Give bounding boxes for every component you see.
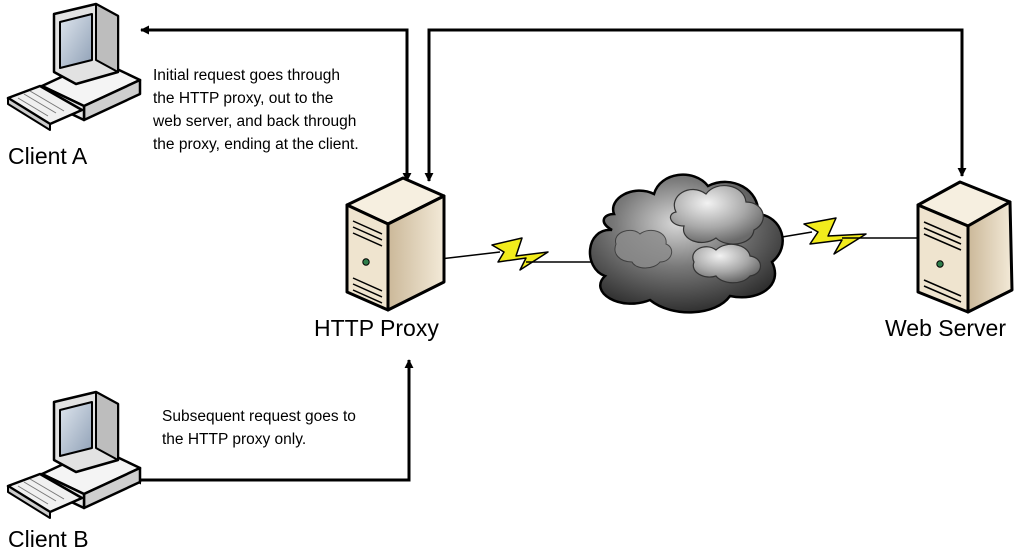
connector-client-b-proxy xyxy=(132,359,414,485)
note-line: the HTTP proxy, out to the xyxy=(153,90,334,107)
note-line: the proxy, ending at the client. xyxy=(153,136,359,153)
client-b-label: Client B xyxy=(8,526,89,552)
subsequent-request-note: Subsequent request goes to the HTTP prox… xyxy=(162,405,356,451)
connector-proxy-webserver xyxy=(424,28,967,182)
lightning-bolt-icon xyxy=(775,217,918,255)
lightning-bolt-icon xyxy=(439,237,592,271)
http-proxy-label: HTTP Proxy xyxy=(314,315,439,341)
desktop-computer-icon xyxy=(6,2,142,131)
web-server-label: Web Server xyxy=(885,315,1007,341)
note-line: the HTTP proxy only. xyxy=(162,431,307,448)
note-line: Initial request goes through xyxy=(153,67,340,84)
desktop-computer-icon xyxy=(6,390,142,519)
server-tower-icon xyxy=(916,180,1014,314)
cloud-icon xyxy=(588,173,784,314)
server-tower-icon xyxy=(345,176,446,312)
note-line: Subsequent request goes to xyxy=(162,408,356,425)
note-line: web server, and back through xyxy=(153,113,357,130)
connector-client-a-proxy xyxy=(140,25,412,182)
client-a-label: Client A xyxy=(8,143,88,169)
initial-request-note: Initial request goes through the HTTP pr… xyxy=(153,64,359,156)
